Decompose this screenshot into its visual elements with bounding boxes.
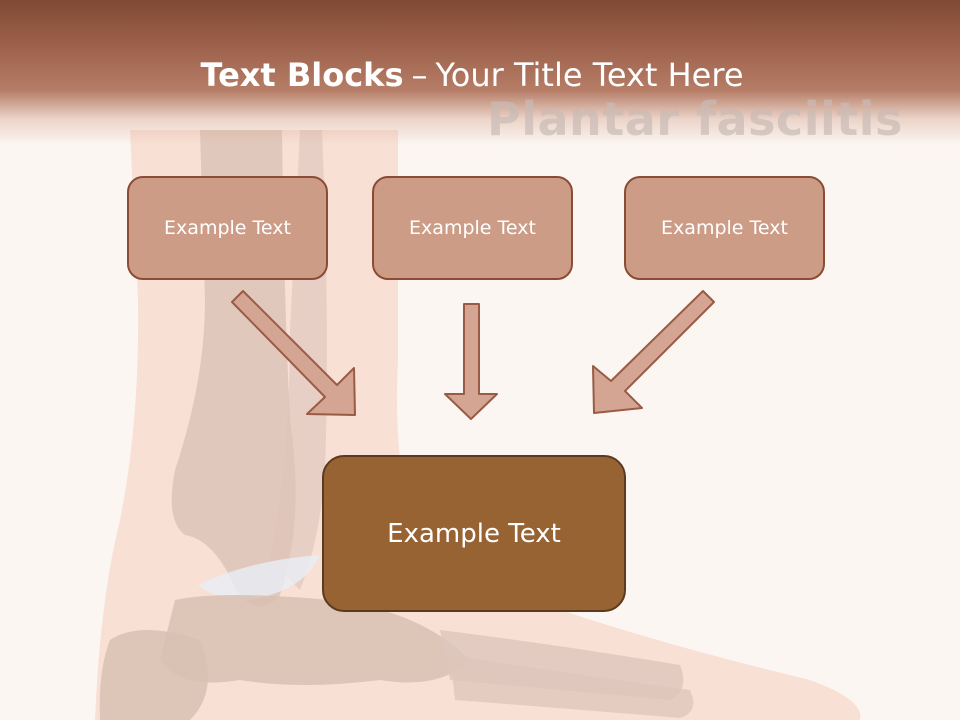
target-text-block[interactable]: Example Text (322, 455, 626, 612)
arrow-down (444, 303, 498, 420)
arrow-down-left (592, 290, 715, 414)
background-caption: Plantar fasciitis (487, 92, 903, 146)
title-bold-part: Text Blocks (200, 56, 404, 94)
title-dash: – (411, 56, 428, 94)
text-block-1[interactable]: Example Text (127, 176, 328, 280)
text-block-3[interactable]: Example Text (624, 176, 825, 280)
slide-title: Text Blocks–Your Title Text Here (0, 56, 944, 94)
arrow-down-right (231, 290, 356, 416)
title-rest-part: Your Title Text Here (435, 56, 744, 94)
title-bar (0, 0, 960, 145)
text-block-2[interactable]: Example Text (372, 176, 573, 280)
